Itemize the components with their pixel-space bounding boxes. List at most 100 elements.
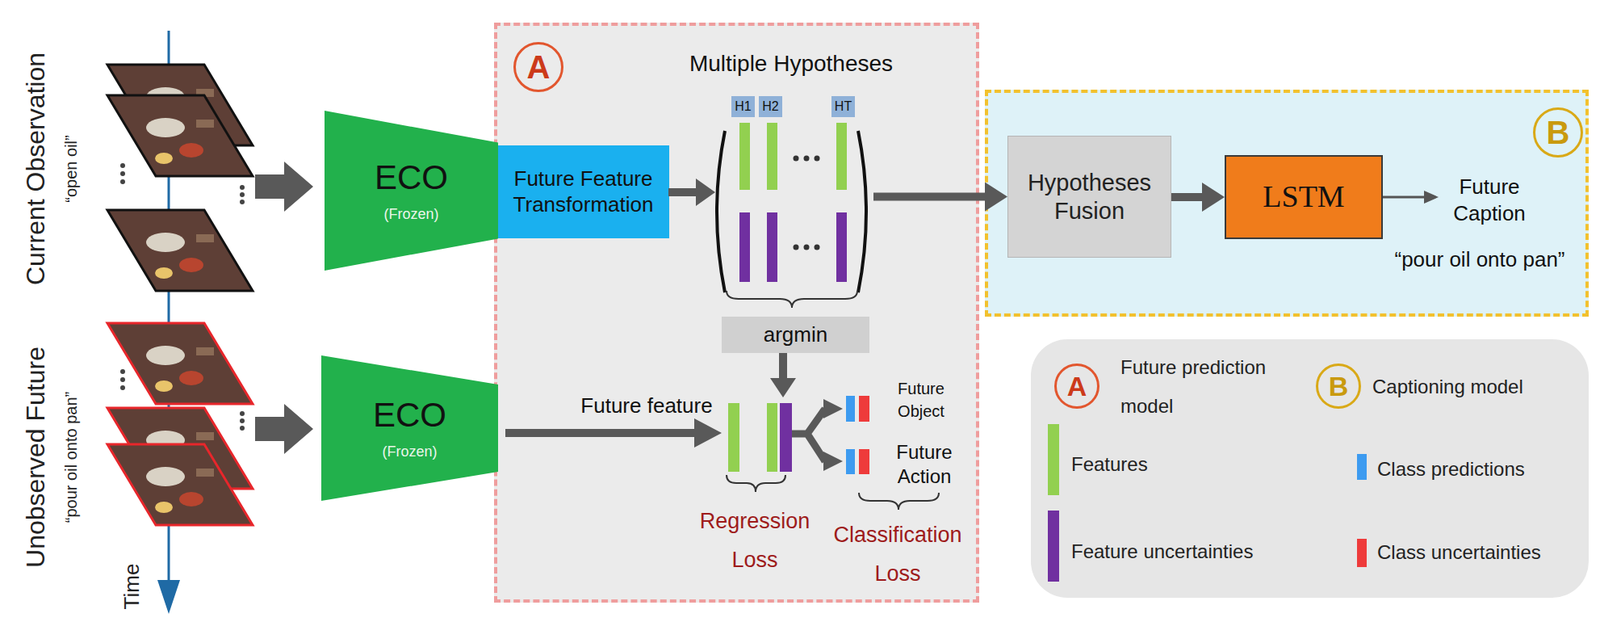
feature-bar [739,122,750,190]
future-frame [107,443,253,525]
quote-caption: “open oil” [61,134,81,202]
legend-text-box: Future prediction model [1120,347,1282,426]
uncertainty-bar [779,402,792,472]
ellipsis-dot [239,418,245,424]
hypothesis-label: HT [834,98,852,114]
box-label: LSTM [1262,178,1345,216]
curly-brace [726,474,786,492]
axis-label: Time [119,563,145,610]
ellipsis-dot [239,410,245,416]
label-box: “pour oil onto pan” [61,391,81,523]
box-label: Future Feature Transformation [502,166,665,217]
flow-arrowhead [823,451,843,471]
frame-photo [107,209,253,291]
ellipsis-dot [120,163,126,168]
feature-bar [728,402,740,472]
view-label: Unobserved Future [20,346,51,568]
ellipsis-dot [120,376,126,382]
encoder-block: ECO(Frozen) [324,110,499,271]
frame-border [107,443,253,525]
frame-border [107,209,253,291]
uncertainty-bar [739,212,750,282]
fusion-box: Hypotheses Fusion [1007,135,1172,258]
observed-frame [107,209,253,291]
frozen-note: (Frozen) [383,205,439,224]
flow-arrow [668,178,716,206]
flow-arrowhead [823,398,843,419]
flow-arrow [779,352,788,380]
trapezoid-shape [321,355,499,501]
encoder-name: ECO [372,394,447,436]
flow-line [873,192,980,202]
flow-connector [979,192,985,202]
legend-text-box: Feature uncertainties [1071,540,1253,564]
label-box: “pour oil onto pan” [1394,247,1565,273]
hypothesis-tag: H1 [731,96,755,118]
trapezoid-shape [324,110,499,271]
encoder-block: ECO (Frozen) [321,355,499,501]
curly-brace [726,290,858,308]
legend-text: Captioning model [1372,375,1524,399]
label-box: Time [119,563,145,610]
ellipsis-dot [804,155,810,162]
legend-swatch [1357,453,1367,480]
block-arrow [255,403,314,454]
badge-letter: B [1328,372,1349,400]
frame-photo [107,443,253,525]
hypothesis-label: H1 [734,98,751,114]
output-label: Future Caption [1428,173,1550,227]
matrix-bracket [858,130,867,293]
hypothesis-label: H2 [762,98,779,114]
output-label: Future Object [876,376,966,423]
frozen-note: (Frozen) [381,443,437,461]
quote-caption: “pour oil onto pan” [61,391,81,523]
output-arrowhead [1424,190,1439,204]
ellipsis-dot [814,244,821,251]
legend-text: Class uncertainties [1377,540,1542,565]
badge-letter: A [527,50,551,84]
class-uncertainty-bar [858,448,870,474]
box-label: argmin [763,322,828,348]
badge-letter: A [1067,372,1088,400]
uncertainty-bar [836,212,847,282]
legend-swatch [1047,423,1060,495]
ellipsis-dot [804,244,810,251]
ellipsis-dot [239,192,245,197]
loss-label: Regression Loss [690,501,820,579]
ellipsis-dot [793,155,800,162]
ellipsis-dot [239,425,245,431]
output-arrow [1382,196,1428,199]
block-arrow [255,161,314,212]
ellipsis-dot [239,199,245,205]
hypothesis-tag: H2 [758,96,783,118]
class-uncertainty-bar [858,395,870,422]
ellipsis-dot [120,385,126,390]
time-arrowhead [157,579,181,614]
label-box: Regression Loss [690,501,820,579]
label-box: “open oil” [61,134,81,202]
feature-bar [766,402,778,472]
label-box: Multiple Hypotheses [689,50,893,78]
legend-text: Future prediction model [1120,347,1282,426]
box-label: Hypotheses Fusion [1014,168,1165,226]
frame-border [107,95,253,176]
legend-text-box: Captioning model [1372,375,1524,399]
view-label: Current Observation [20,52,51,285]
legend-text: Features [1071,452,1148,477]
future-frame [107,322,253,404]
observed-frame [107,95,253,176]
label-box: Future feature [580,393,713,419]
ellipsis-dot [793,244,800,251]
matrix-bracket [716,130,725,293]
flow-arrow [505,418,722,448]
badge-circle: B [1532,107,1584,158]
legend-text-box: Features [1071,452,1148,477]
label-box: Classification Loss [825,515,971,593]
badge-circle: A [1054,363,1100,409]
argmin-box: argmin [721,316,870,353]
section-heading: Multiple Hypotheses [689,50,893,78]
badge-letter: B [1546,116,1571,149]
uncertainty-bar [766,212,778,282]
class-prediction-bar [846,395,855,422]
